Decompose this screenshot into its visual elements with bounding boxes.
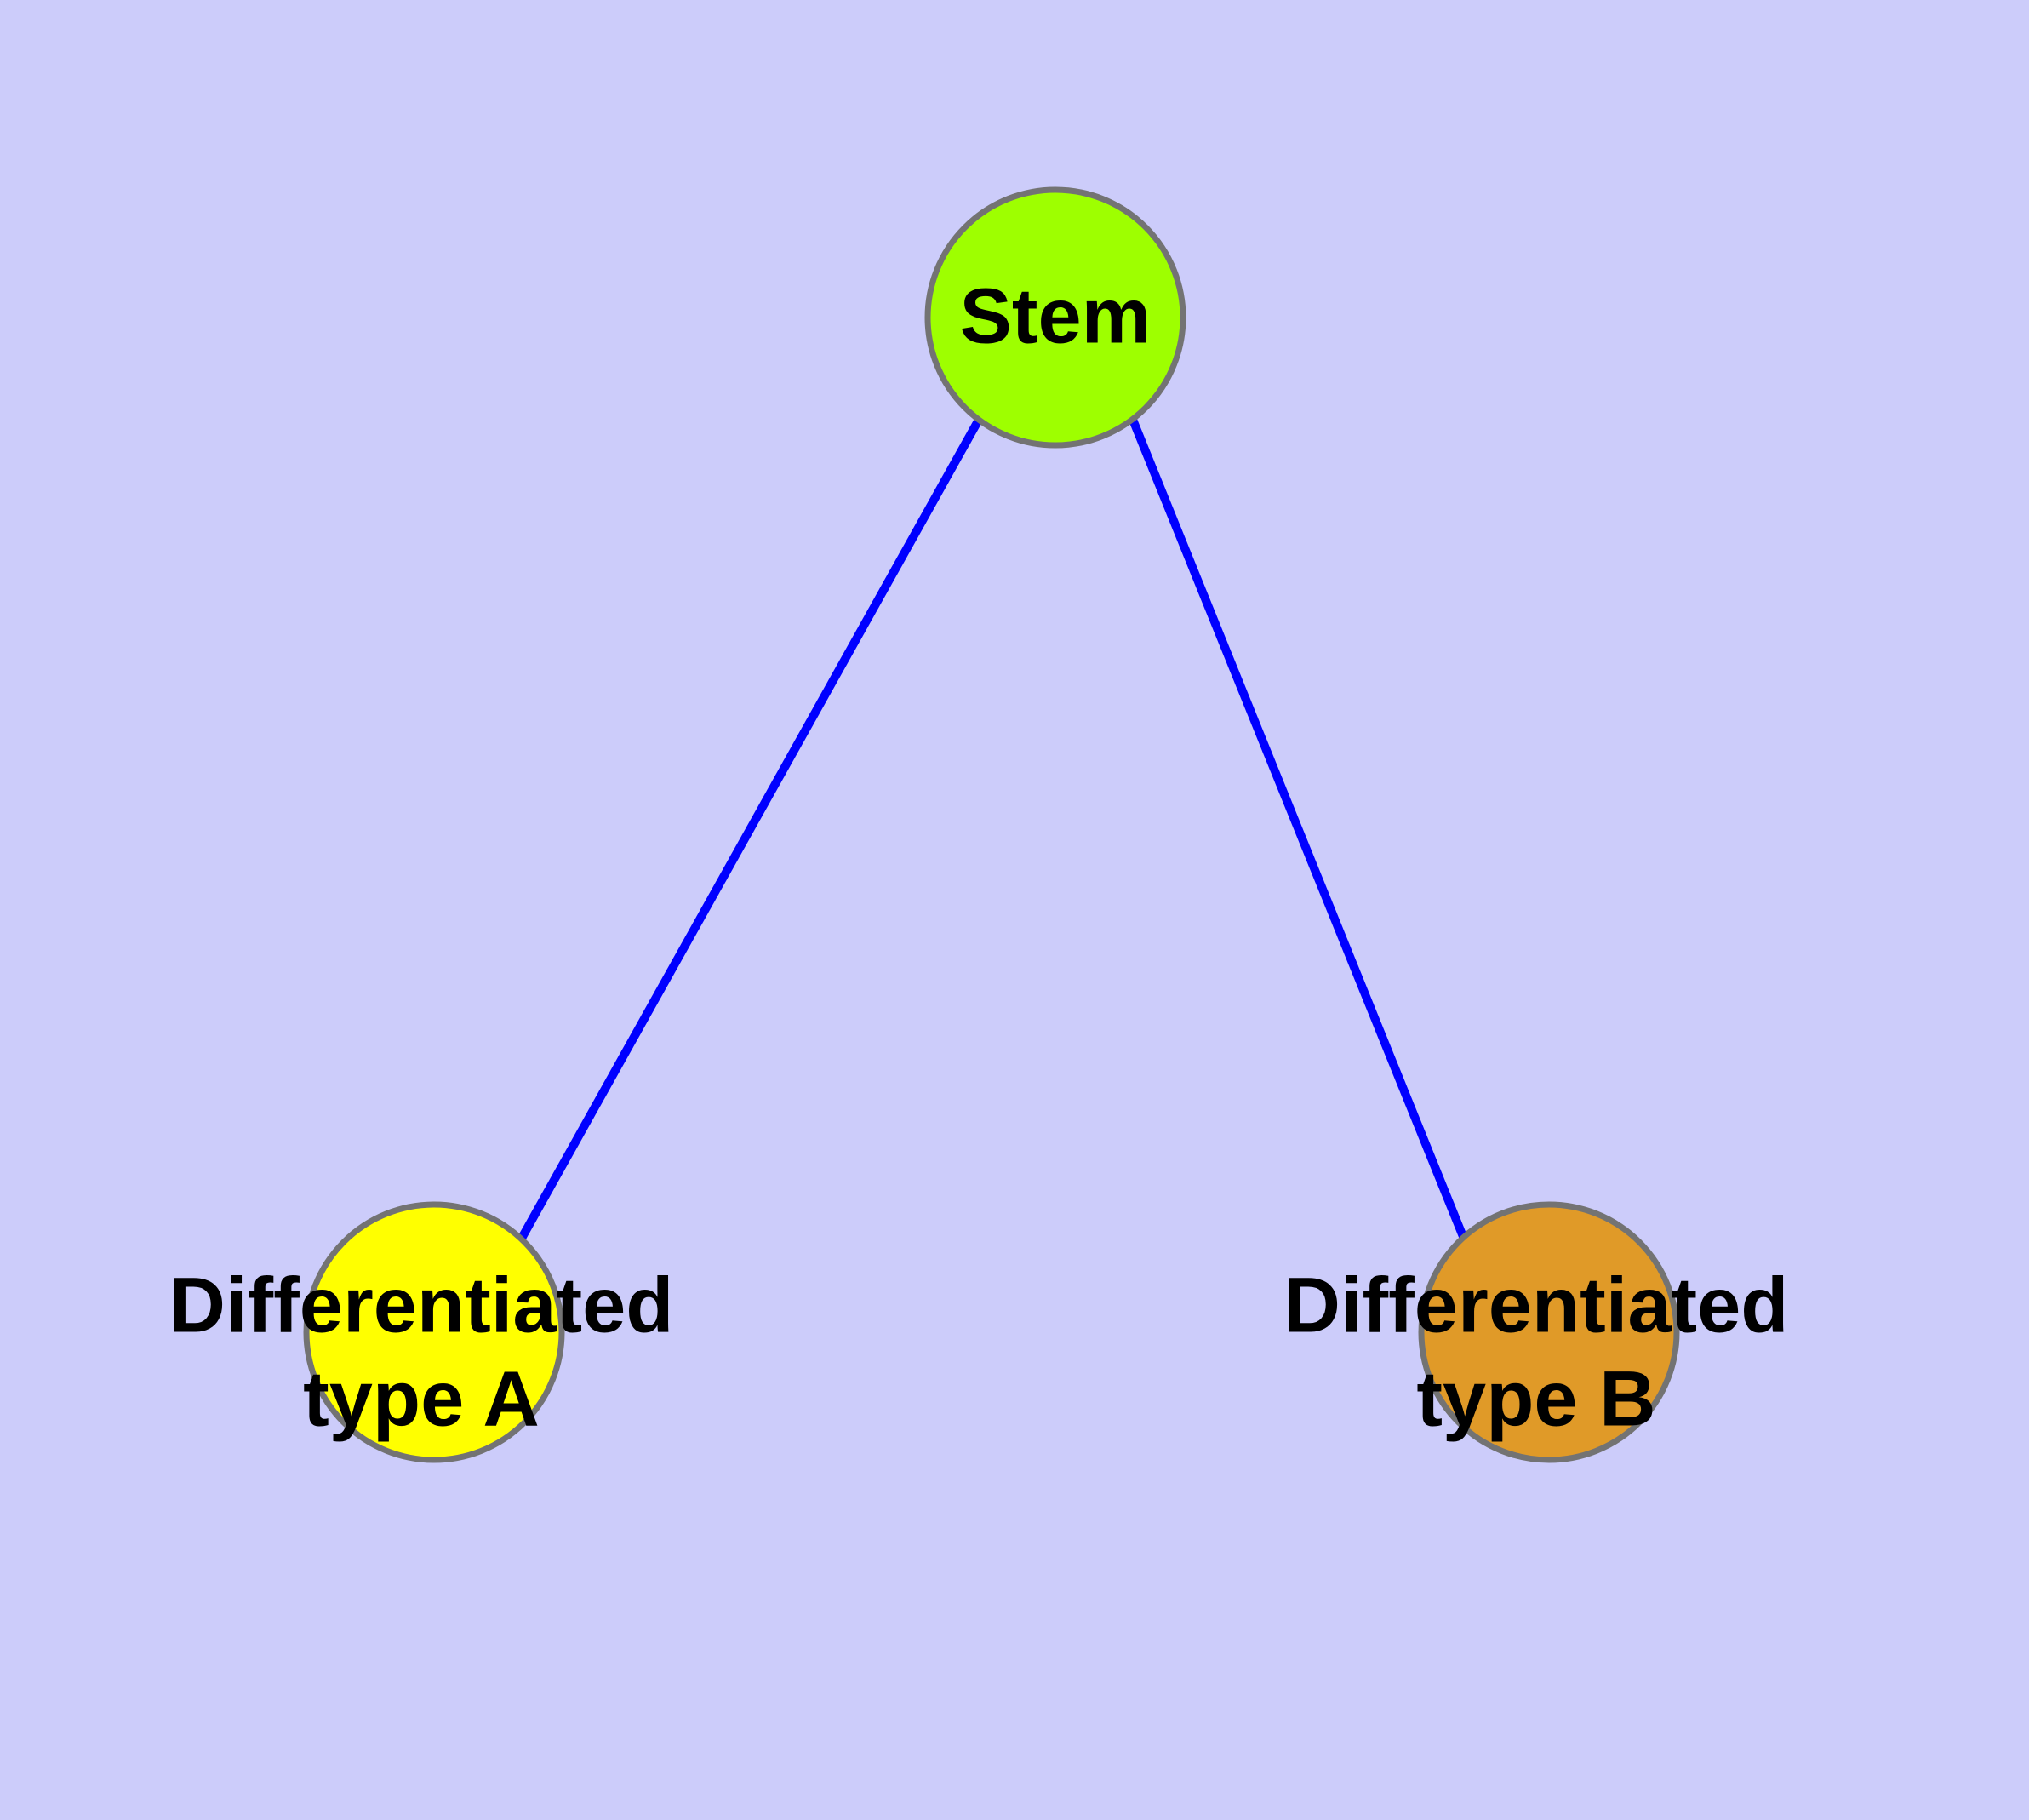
edges-layer (516, 417, 1470, 1245)
node-differentiated-type-a-circle[interactable] (303, 1201, 565, 1463)
node-stem-label: Stem (960, 272, 1152, 359)
node-differentiated-type-b-label-line1: Differentiated (1284, 1262, 1789, 1348)
node-stem-circle[interactable] (924, 186, 1186, 449)
node-differentiated-type-b[interactable]: Differentiated type B (1284, 1201, 1789, 1463)
edge-stem-to-differentiated-type-b[interactable] (1129, 418, 1470, 1245)
node-stem[interactable]: Stem (924, 186, 1186, 449)
edge-stem-to-differentiated-type-a[interactable] (516, 417, 983, 1244)
node-differentiated-type-a[interactable]: Differentiated type A (169, 1201, 674, 1463)
node-differentiated-type-b-label-line2: type B (1416, 1355, 1655, 1442)
node-differentiated-type-a-label-line2: type A (303, 1355, 540, 1442)
node-differentiated-type-b-circle[interactable] (1418, 1201, 1680, 1463)
node-differentiated-type-a-label-line1: Differentiated (169, 1262, 674, 1348)
